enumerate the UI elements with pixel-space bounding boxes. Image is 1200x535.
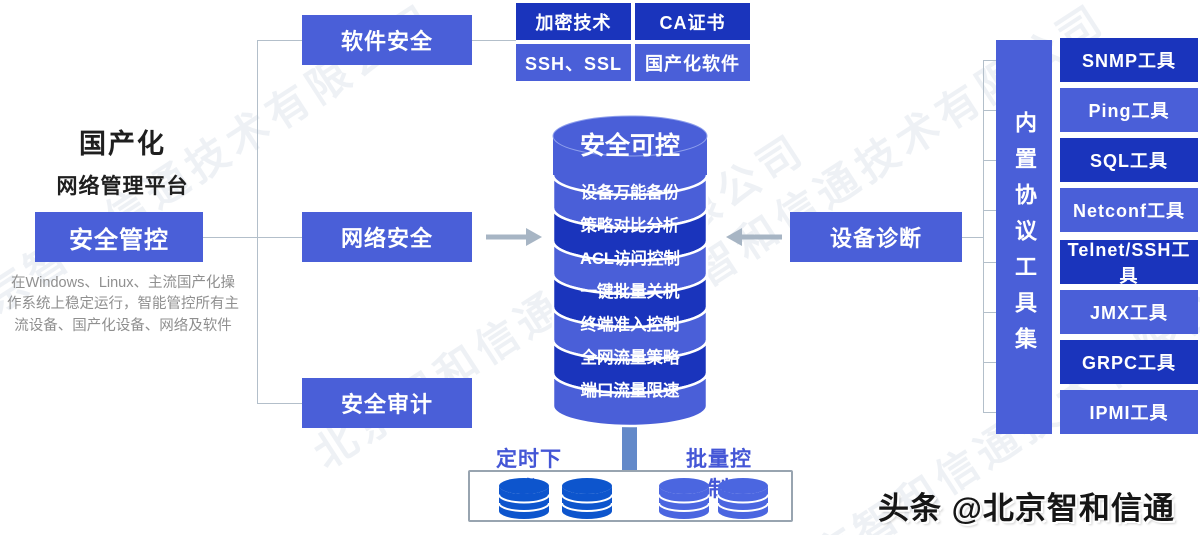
- security-control-box[interactable]: 安全管控: [35, 212, 203, 262]
- connector-line: [983, 110, 996, 111]
- brand-watermark: 头条 @北京智和信通: [878, 491, 1175, 526]
- cylinder-layer: 设备万能备份: [581, 182, 681, 202]
- device-diagnosis-box[interactable]: 设备诊断: [790, 212, 962, 262]
- pillar-security-audit[interactable]: 安全审计: [302, 378, 472, 428]
- connector-line: [983, 362, 996, 363]
- database-icon: [658, 478, 710, 519]
- connector-line: [983, 160, 996, 161]
- cylinder-layer: 端口流量限速: [581, 380, 681, 400]
- item-encryption-tech[interactable]: 加密技术: [516, 3, 631, 40]
- connector-line: [257, 403, 303, 404]
- connector-line: [257, 40, 258, 403]
- pillar-network-security[interactable]: 网络安全: [302, 212, 472, 262]
- tool-netconf[interactable]: Netconf工具: [1060, 188, 1198, 232]
- connector-line: [983, 60, 996, 61]
- connector-line: [203, 237, 302, 238]
- platform-title-line1: 国产化: [79, 129, 166, 159]
- platform-description: 在Windows、Linux、主流国产化操作系统上稳定运行，智能管控所有主流设备…: [7, 275, 239, 334]
- connector-line: [983, 210, 996, 211]
- connector-line: [983, 262, 996, 263]
- cylinder-title: 安全可控: [580, 131, 680, 160]
- database-icon: [498, 478, 550, 519]
- item-domestic-software[interactable]: 国产化软件: [635, 44, 750, 81]
- cylinder-layer: 终端准入控制: [581, 314, 680, 334]
- connector-line: [472, 40, 516, 41]
- connector-line: [983, 60, 984, 412]
- cylinder-layer: 策略对比分析: [581, 215, 681, 235]
- security-cylinder: 安全可控 设备万能备份 策略对比分析 ACL访问控制 一键批量关机 终端准入控制…: [551, 115, 709, 428]
- arrow-left-icon: [726, 228, 782, 246]
- database-icon: [717, 478, 769, 519]
- cylinder-layer: 一键批量关机: [581, 281, 681, 301]
- connector-line: [962, 237, 983, 238]
- connector-line: [983, 412, 996, 413]
- tool-jmx[interactable]: JMX工具: [1060, 290, 1198, 334]
- protocol-toolset-label[interactable]: 内置协议工具集: [996, 40, 1052, 434]
- item-ssh-ssl[interactable]: SSH、SSL: [516, 44, 631, 81]
- bottom-devices-frame: [468, 470, 793, 522]
- cylinder-layer: 全网流量策略: [580, 347, 681, 367]
- arrow-right-icon: [486, 228, 542, 246]
- connector-line: [257, 40, 303, 41]
- connector-line: [983, 312, 996, 313]
- tool-sql[interactable]: SQL工具: [1060, 138, 1198, 182]
- database-icon: [561, 478, 613, 519]
- tool-ipmi[interactable]: IPMI工具: [1060, 390, 1198, 434]
- tool-snmp[interactable]: SNMP工具: [1060, 38, 1198, 82]
- platform-title-line2: 网络管理平台: [56, 175, 189, 198]
- tool-grpc[interactable]: GRPC工具: [1060, 340, 1198, 384]
- item-ca-certificate[interactable]: CA证书: [635, 3, 750, 40]
- cylinder-layer: ACL访问控制: [580, 248, 680, 268]
- pillar-software-security[interactable]: 软件安全: [302, 15, 472, 65]
- tool-telnet-ssh[interactable]: Telnet/SSH工具: [1060, 240, 1198, 286]
- tool-ping[interactable]: Ping工具: [1060, 88, 1198, 132]
